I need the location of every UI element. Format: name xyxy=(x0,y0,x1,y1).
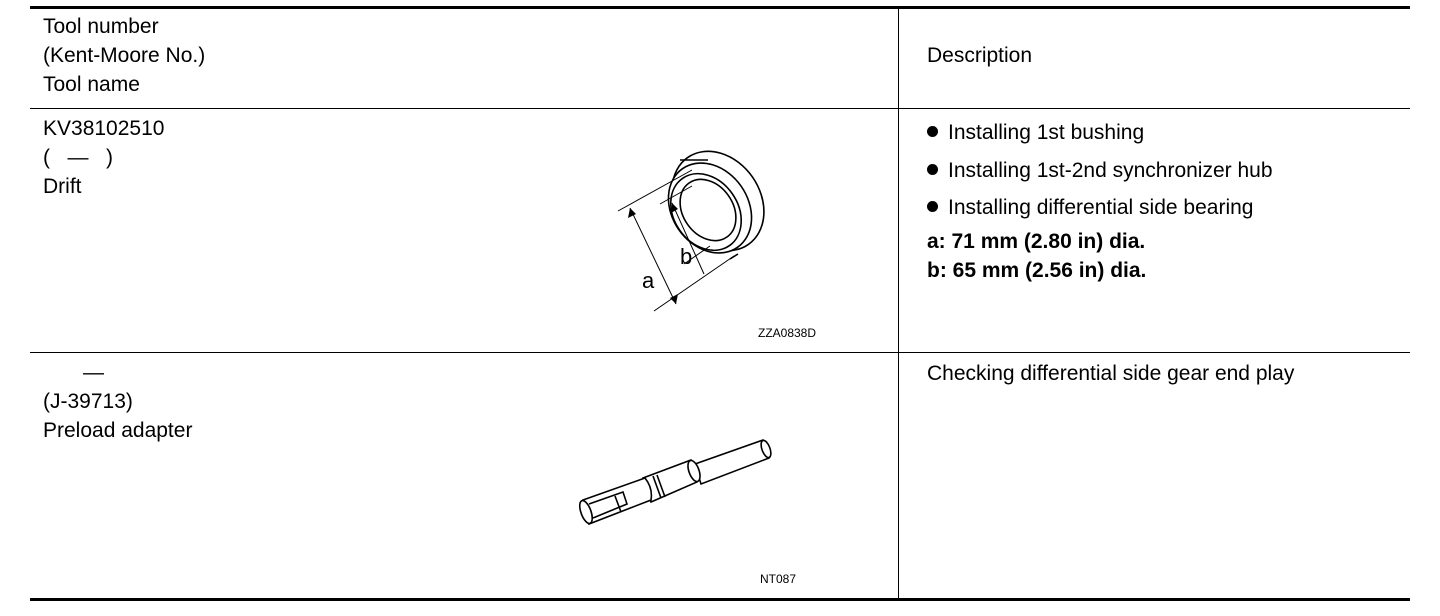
dimension-label-a: a xyxy=(642,268,655,293)
row1-figure-code: ZZA0838D xyxy=(758,326,817,340)
row2-figure-code: NT087 xyxy=(760,572,797,586)
dimension-a-text: a: 71 mm (2.80 in) dia. xyxy=(927,230,1146,253)
special-tools-table: Tool number (Kent-Moore No.) Tool name D… xyxy=(30,6,1410,602)
row1-tool-info: KV38102510 ( — ) Drift xyxy=(43,114,164,201)
list-item: Installing differential side bearing xyxy=(927,189,1273,227)
row2-tool-info: — (J-39713) Preload adapter xyxy=(43,358,192,445)
header-kent-moore: (Kent-Moore No.) xyxy=(43,44,206,67)
row1-dimensions: a: 71 mm (2.80 in) dia. b: 65 mm (2.56 i… xyxy=(927,227,1146,285)
drift-illustration: a b xyxy=(617,150,765,312)
column-divider xyxy=(898,9,899,598)
header-tool-number: Tool number xyxy=(43,15,159,38)
row1-tool-number: KV38102510 xyxy=(43,117,165,140)
row2-tool-name: Preload adapter xyxy=(43,419,193,442)
header-tool-name: Tool name xyxy=(43,73,140,96)
list-item: Installing 1st-2nd synchronizer hub xyxy=(927,152,1273,190)
row2-description: Checking differential side gear end play xyxy=(927,362,1295,385)
row1-tool-name: Drift xyxy=(43,175,82,198)
header-divider xyxy=(30,108,1410,109)
bullet-icon xyxy=(927,201,938,212)
row1-description-bullets: Installing 1st bushing Installing 1st-2n… xyxy=(927,114,1273,227)
bullet-icon xyxy=(927,163,938,175)
row2-tool-number: — xyxy=(83,361,104,384)
header-tool-column: Tool number (Kent-Moore No.) Tool name xyxy=(43,12,205,99)
table-bottom-rule xyxy=(30,598,1410,601)
bullet-icon xyxy=(927,126,938,137)
table-top-rule xyxy=(30,6,1410,9)
list-item: Installing 1st bushing xyxy=(927,114,1273,152)
dimension-label-b: b xyxy=(680,244,692,269)
row2-kent-moore: (J-39713) xyxy=(43,390,133,413)
preload-adapter-illustration xyxy=(578,439,772,526)
header-description: Description xyxy=(927,44,1033,67)
row-divider xyxy=(30,352,1410,353)
row1-kent-moore: ( — ) xyxy=(43,146,113,169)
dimension-b-text: b: 65 mm (2.56 in) dia. xyxy=(927,259,1147,282)
